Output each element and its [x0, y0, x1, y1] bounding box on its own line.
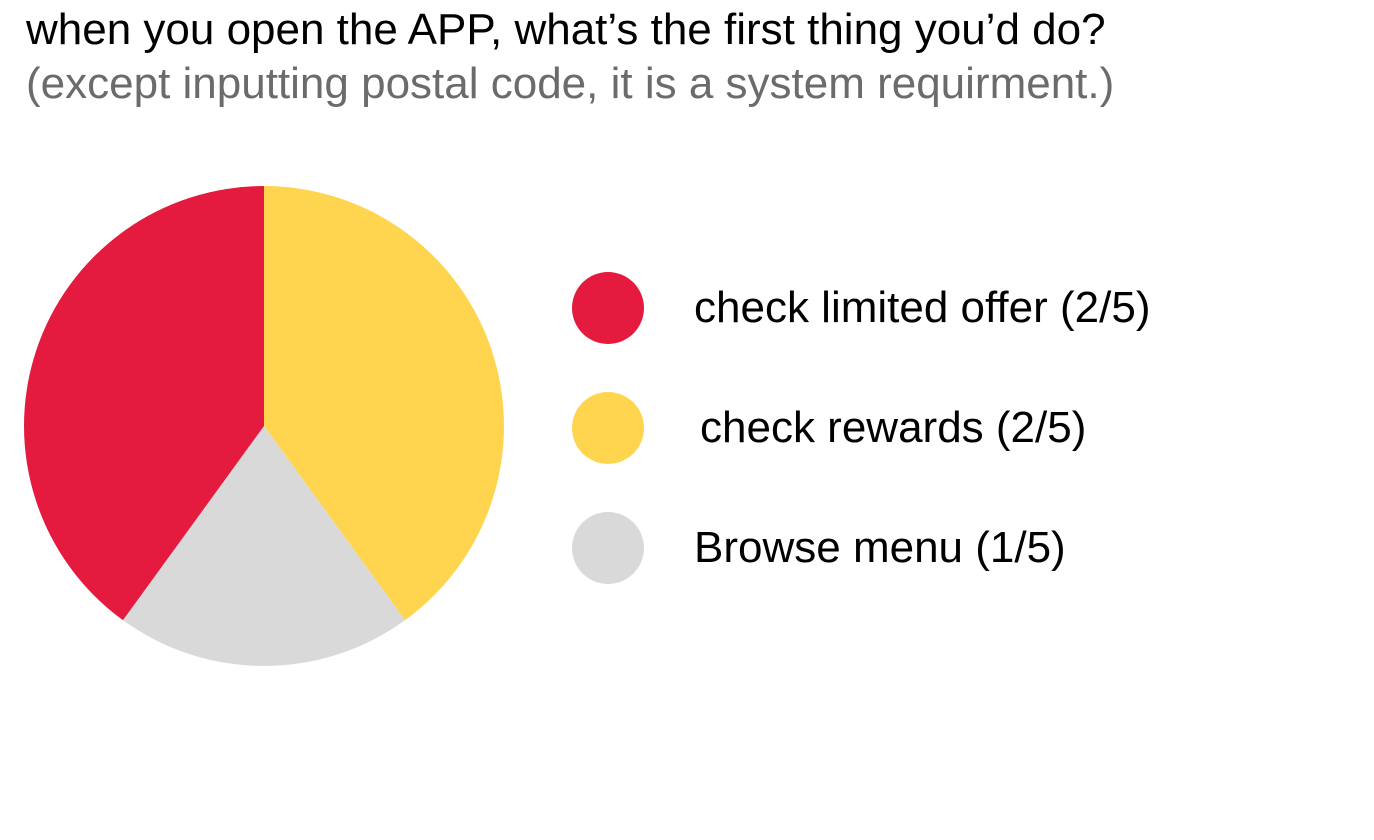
pie-slice-rewards	[264, 186, 504, 621]
legend-swatch	[572, 512, 644, 584]
legend-item-rewards: check rewards (2/5)	[572, 392, 1292, 464]
legend-item-browse-menu: Browse menu (1/5)	[572, 512, 1292, 584]
legend-label: check rewards (2/5)	[700, 403, 1087, 452]
chart-subtitle: (except inputting postal code, it is a s…	[26, 59, 1115, 108]
legend-swatch	[572, 392, 644, 464]
legend-label: Browse menu (1/5)	[694, 523, 1066, 572]
pie-slice-browse-menu	[122, 426, 406, 667]
legend-item-limited-offer: check limited offer (2/5)	[572, 272, 1292, 344]
pie-slice-limited-offer	[24, 186, 264, 621]
legend-swatch	[572, 272, 644, 344]
legend-label: check limited offer (2/5)	[694, 283, 1151, 332]
pie-slices	[24, 186, 504, 667]
chart-title: when you open the APP, what’s the first …	[26, 5, 1106, 54]
